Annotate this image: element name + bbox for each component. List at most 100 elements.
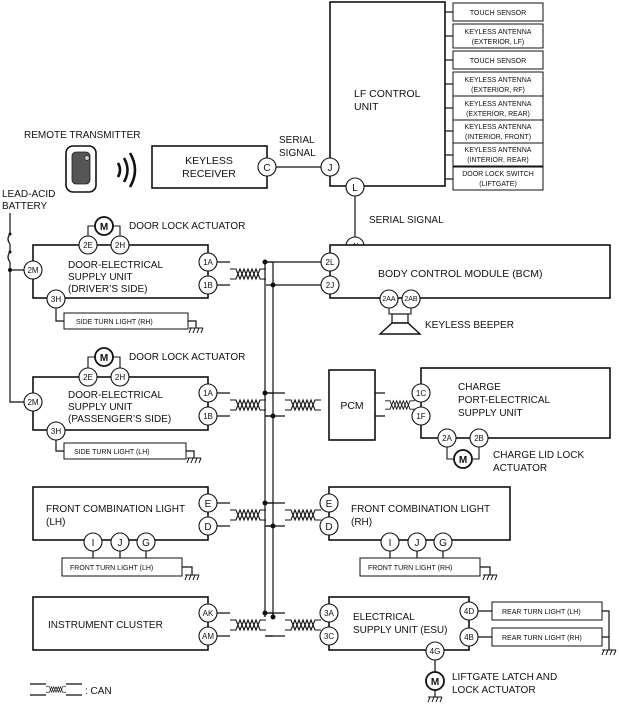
- connector-dd-3h-label: 3H: [51, 295, 61, 304]
- battery-fuse-icon: [7, 213, 24, 403]
- connector-l: [345, 177, 365, 197]
- connector-cp-2b-label: 2B: [474, 434, 484, 443]
- battery-label-1: LEAD-ACID: [2, 189, 55, 200]
- touch-sensor-1-box: [452, 2, 544, 22]
- connector-dd-2h-label: 2H: [115, 241, 125, 250]
- keyless-beeper-label: KEYLESS BEEPER: [425, 320, 514, 331]
- connector-esu-3a-label: 3A: [324, 609, 334, 618]
- instrument-cluster-box: [32, 596, 209, 651]
- door-lock-actuator-driver-motor: M: [87, 216, 121, 244]
- connector-esu-4b-label: 4B: [464, 633, 474, 642]
- can-twist-passenger: [229, 399, 267, 411]
- motor-icon: M: [100, 353, 108, 364]
- connector-cp-2a-label: 2A: [442, 434, 452, 443]
- keyless-antenna-ext-rear-box: [452, 95, 544, 121]
- front-combo-lh-label-1: FRONT COMBINATION LIGHT: [46, 504, 185, 515]
- lf-control-unit-label-1: LF CONTROL: [354, 88, 421, 100]
- charge-lid-lock-motor: M: [446, 447, 480, 469]
- door-driver-label-2: SUPPLY UNIT: [68, 272, 133, 283]
- connector-ic-ak-label: AK: [203, 609, 214, 618]
- keyless-beeper-icon: [378, 308, 422, 335]
- connector-esu-4g-label: 4G: [430, 647, 441, 656]
- legend-can-symbol: [30, 683, 82, 696]
- serial-signal-1-line-1: SERIAL: [279, 135, 315, 146]
- bcm-box: [329, 244, 611, 299]
- connector-esu-4d-label: 4D: [464, 607, 474, 616]
- touch-sensor-1-label: TOUCH SENSOR: [470, 10, 526, 17]
- door-passenger-label-2: SUPPLY UNIT: [68, 402, 133, 413]
- door-lock-actuator-1-label: DOOR LOCK ACTUATOR: [129, 221, 245, 232]
- touch-sensor-2-label: TOUCH SENSOR: [470, 58, 526, 65]
- connector-fr-d: [319, 516, 339, 536]
- connector-fr-i-label: I: [389, 538, 392, 549]
- keyless-antenna-ext-lf-label-1: KEYLESS ANTENNA: [465, 29, 532, 36]
- connector-fl-e-label: E: [205, 499, 212, 510]
- bcm-label: BODY CONTROL MODULE (BCM): [378, 268, 543, 280]
- front-combo-lh-label-2: (LH): [46, 517, 65, 528]
- instrument-cluster-label: INSTRUMENT CLUSTER: [48, 620, 163, 631]
- keyless-antenna-ext-rf-label-2: (EXTERIOR, RF): [471, 87, 525, 94]
- keyless-antenna-ext-rf-label-1: KEYLESS ANTENNA: [465, 77, 532, 84]
- door-lock-switch-liftgate-label-1: DOOR LOCK SWITCH: [462, 171, 534, 178]
- connector-bcm-2ab-label: 2AB: [404, 296, 418, 303]
- connector-fr-d-label: D: [325, 522, 332, 533]
- front-turn-light-rh-label: FRONT TURN LIGHT (RH): [368, 565, 452, 572]
- connector-dp-2m-label: 2M: [27, 398, 38, 407]
- connector-fl-j-label: J: [118, 538, 123, 549]
- can-twist-pcm: [284, 399, 322, 411]
- connector-fl-i-label: I: [92, 538, 95, 549]
- charge-port-label-3: SUPPLY UNIT: [458, 408, 523, 419]
- liftgate-label-2: LOCK ACTUATOR: [452, 685, 536, 696]
- esu-label-2: SUPPLY UNIT (ESU): [353, 625, 447, 636]
- connector-bcm-2aa-label: 2AA: [382, 296, 396, 303]
- junction-dots: [262, 259, 276, 620]
- front-combo-lh-box: [32, 486, 209, 541]
- keyless-antenna-int-front-label-1: KEYLESS ANTENNA: [465, 124, 532, 131]
- can-bus-trunk: [264, 261, 321, 617]
- connector-c-label: C: [263, 163, 270, 174]
- charge-port-label-1: CHARGE: [458, 382, 501, 393]
- door-driver-label-1: DOOR-ELECTRICAL: [68, 260, 163, 271]
- connector-dp-2h: [110, 367, 130, 387]
- motor-icon: M: [431, 677, 439, 688]
- charge-port-box: [420, 367, 611, 439]
- right-boxes: TOUCH SENSOR KEYLESS ANTENNA (EXTERIOR, …: [445, 2, 544, 191]
- keyless-antenna-ext-lf-label-2: (EXTERIOR, LF): [472, 39, 525, 46]
- connector-fr-e: [319, 493, 339, 513]
- connector-fl-g-label: G: [142, 538, 150, 549]
- connector-esu-3c-label: 3C: [324, 632, 334, 641]
- keyless-antenna-int-rear-box: [452, 142, 544, 167]
- connector-cp-1f-label: 1F: [416, 412, 425, 421]
- connector-dp-2m: [23, 392, 43, 412]
- keyless-antenna-int-rear-label-1: KEYLESS ANTENNA: [465, 147, 532, 154]
- connector-dd-1a-label: 1A: [203, 258, 213, 267]
- battery-label-2: BATTERY: [2, 201, 48, 212]
- keyless-antenna-ext-lf-box: [452, 23, 544, 49]
- connector-fr-j-label: J: [415, 538, 420, 549]
- keyless-antenna-ext-rear-label-1: KEYLESS ANTENNA: [465, 101, 532, 108]
- connector-dd-2m: [23, 260, 43, 280]
- connector-fr-g-label: G: [439, 538, 447, 549]
- door-lock-switch-liftgate-box: [452, 166, 544, 191]
- connector-fr-e-label: E: [326, 499, 333, 510]
- can-twist-front-lh: [229, 509, 267, 521]
- can-twist-charge: [384, 400, 416, 410]
- connector-ic-am-label: AM: [202, 632, 214, 641]
- keyless-antenna-ext-rear-label-2: (EXTERIOR, REAR): [466, 111, 530, 118]
- connector-dd-1b-label: 1B: [203, 281, 213, 290]
- connector-j: [320, 157, 340, 177]
- connector-dp-2e: [78, 367, 98, 387]
- door-passenger-label-1: DOOR-ELECTRICAL: [68, 390, 163, 401]
- connector-cp-1c: [411, 383, 431, 403]
- door-lock-actuator-passenger-motor: M: [87, 347, 121, 377]
- connector-bcm-2j-label: 2J: [326, 281, 334, 290]
- front-combo-rh-label-1: FRONT COMBINATION LIGHT: [351, 504, 490, 515]
- door-passenger-label-3: (PASSENGER’S SIDE): [68, 414, 171, 425]
- front-combo-rh-label-2: (RH): [351, 517, 372, 528]
- keyless-antenna-int-front-label-2: (INTERIOR, FRONT): [465, 134, 531, 141]
- connector-dd-2h: [110, 235, 130, 255]
- remote-transmitter-label: REMOTE TRANSMITTER: [24, 130, 140, 141]
- lf-control-unit-box: [329, 1, 446, 187]
- connector-j-label: J: [328, 163, 333, 174]
- keyless-receiver-label-2: RECEIVER: [182, 168, 236, 180]
